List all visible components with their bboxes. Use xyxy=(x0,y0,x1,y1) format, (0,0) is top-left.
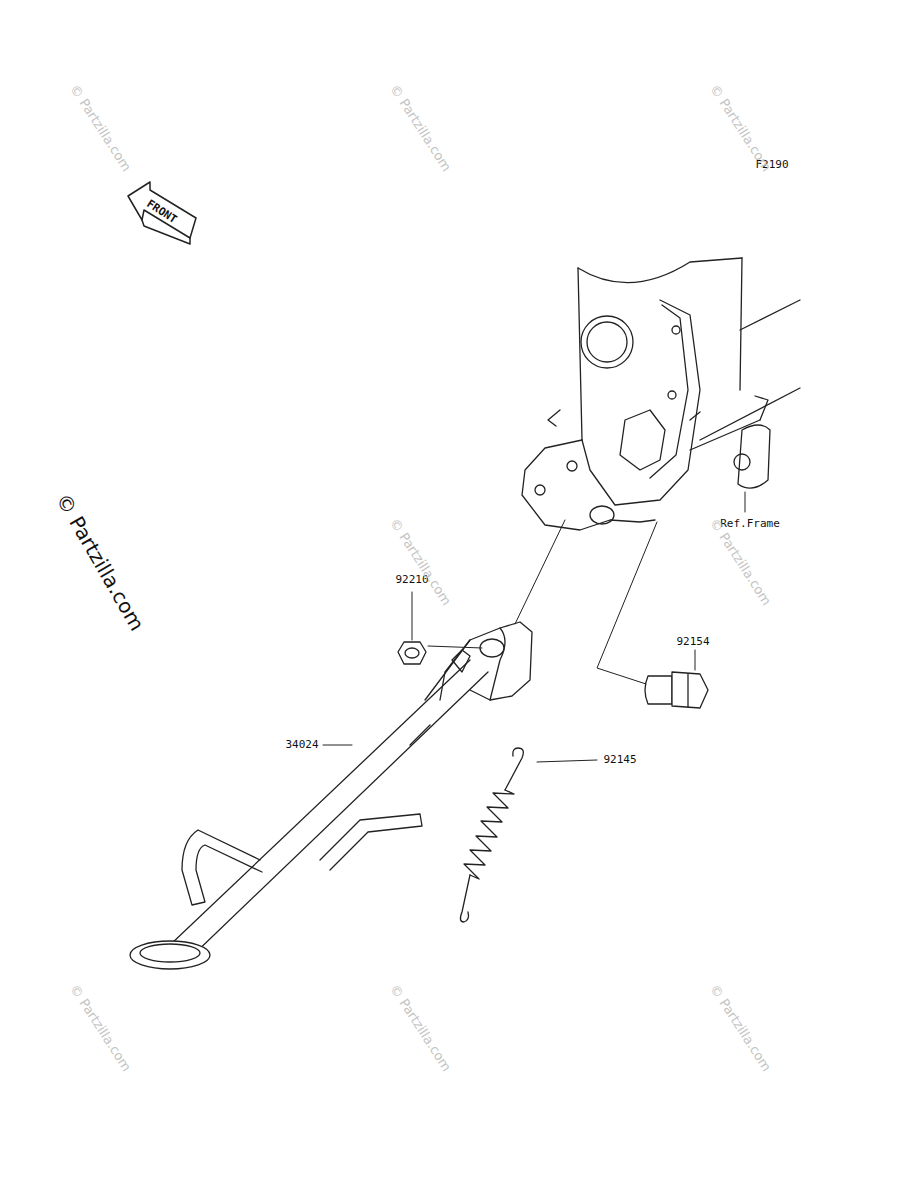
callout-number: 92154 xyxy=(675,636,710,648)
callout-number: 34024 xyxy=(284,739,319,751)
watermark: © Partzilla.com xyxy=(707,82,774,174)
pivot-bolt xyxy=(645,672,708,708)
front-arrow xyxy=(128,182,196,238)
frame xyxy=(522,258,800,530)
watermark: © Partzilla.com xyxy=(387,82,454,174)
leader-lines xyxy=(323,492,745,762)
nut-hole xyxy=(405,648,419,658)
watermark: © Partzilla.com xyxy=(67,82,134,174)
watermark: © Partzilla.com xyxy=(387,982,454,1074)
spring xyxy=(460,748,523,922)
watermark: © Partzilla.com xyxy=(387,516,454,608)
front-arrow-shadow xyxy=(142,220,190,244)
ref-label: Ref.Frame xyxy=(719,518,781,530)
callout-number: 92145 xyxy=(602,754,637,766)
watermark: © Partzilla.com xyxy=(52,490,148,635)
watermark: © Partzilla.com xyxy=(67,982,134,1074)
side-stand xyxy=(130,622,532,969)
watermark: © Partzilla.com xyxy=(707,982,774,1074)
nut xyxy=(398,642,426,664)
